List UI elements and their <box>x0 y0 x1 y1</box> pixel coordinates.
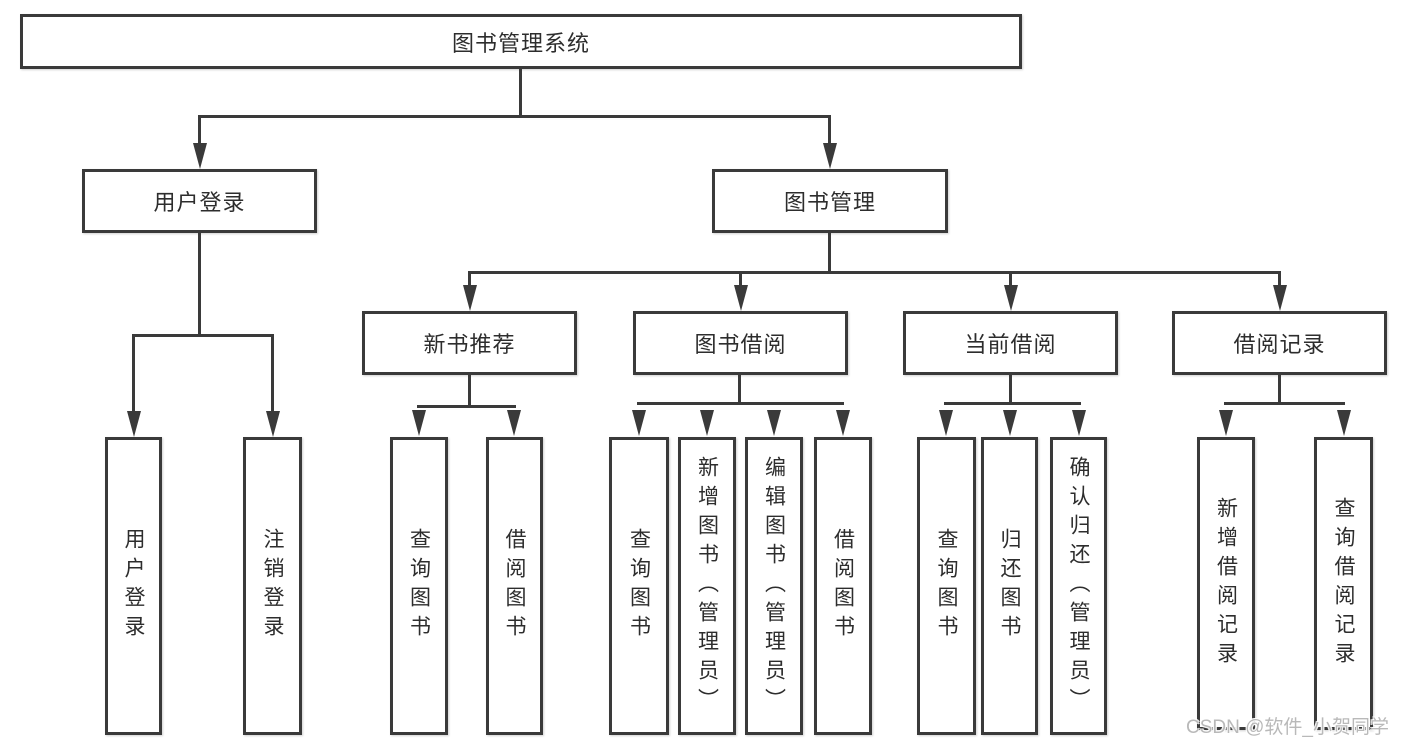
connector-drop-current-borrow <box>1009 271 1012 287</box>
connector-book-mgmt-stub <box>828 233 831 273</box>
arrowhead-current-borrow <box>1003 285 1018 311</box>
connector-level3-horizontal <box>468 271 1281 274</box>
connector-borrow-records-horizontal <box>1224 402 1345 405</box>
connector-user-login-horizontal <box>132 334 274 337</box>
connector-drop-book-borrow <box>739 271 742 287</box>
leaf-return-book-label: 归还图书 <box>998 528 1021 644</box>
connector-drop-leaf-user-login <box>132 334 135 411</box>
arrowhead-leaf-borrow-books-2 <box>835 410 850 436</box>
connector-borrow-records-stub <box>1278 375 1281 405</box>
arrowhead-leaf-user-login <box>126 411 141 437</box>
connector-new-book-rec-horizontal <box>417 405 516 408</box>
arrowhead-leaf-logout <box>265 411 280 437</box>
arrowhead-leaf-confirm-return <box>1071 410 1086 436</box>
arrowhead-new-book-rec <box>462 285 477 311</box>
connector-book-borrow-stub <box>738 375 741 405</box>
node-new-book-rec: 新书推荐 <box>362 311 577 375</box>
leaf-logout: 注销登录 <box>243 437 302 735</box>
node-root: 图书管理系统 <box>20 14 1022 69</box>
arrowhead-user-login <box>192 143 207 169</box>
arrowhead-book-mgmt <box>822 143 837 169</box>
leaf-query-borrow-record-label: 查询借阅记录 <box>1332 496 1355 671</box>
arrowhead-leaf-borrow-books-1 <box>507 410 521 436</box>
connector-book-borrow-horizontal <box>637 402 844 405</box>
leaf-user-login-label: 用户登录 <box>122 528 145 644</box>
node-book-mgmt-label: 图书管理 <box>783 190 876 215</box>
leaf-confirm-return-admin-label: 确认归还（管理员） <box>1067 455 1090 717</box>
leaf-borrow-books-1-label: 借阅图书 <box>503 528 526 644</box>
node-book-borrow-label: 图书借阅 <box>694 332 787 357</box>
leaf-borrow-books-2: 借阅图书 <box>814 437 872 735</box>
connector-drop-leaf-logout <box>271 334 274 411</box>
connector-user-login-stub <box>198 233 201 337</box>
node-book-borrow: 图书借阅 <box>633 311 848 375</box>
arrowhead-leaf-query-books-3 <box>938 410 953 436</box>
leaf-query-books-3: 查询图书 <box>917 437 976 735</box>
node-borrow-records: 借阅记录 <box>1172 311 1387 375</box>
arrowhead-borrow-records <box>1272 285 1287 311</box>
connector-current-borrow-stub <box>1009 375 1012 405</box>
connector-current-borrow-horizontal <box>944 402 1081 405</box>
node-user-login-label: 用户登录 <box>153 190 246 215</box>
node-current-borrow: 当前借阅 <box>903 311 1118 375</box>
leaf-query-books-1-label: 查询图书 <box>407 528 431 644</box>
leaf-query-borrow-record: 查询借阅记录 <box>1314 437 1373 730</box>
leaf-add-book-admin: 新增图书（管理员） <box>678 437 736 735</box>
leaf-user-login: 用户登录 <box>105 437 162 735</box>
leaf-add-borrow-record-label: 新增借阅记录 <box>1214 496 1238 671</box>
arrowhead-leaf-add-record <box>1218 410 1233 436</box>
node-root-label: 图书管理系统 <box>451 30 590 56</box>
leaf-borrow-books-2-label: 借阅图书 <box>831 528 855 644</box>
leaf-logout-label: 注销登录 <box>261 528 284 644</box>
leaf-return-book: 归还图书 <box>981 437 1038 735</box>
leaf-borrow-books-1: 借阅图书 <box>486 437 543 735</box>
arrowhead-leaf-edit-book <box>766 410 781 436</box>
connector-drop-new-book-rec <box>468 271 471 287</box>
leaf-edit-book-admin: 编辑图书（管理员） <box>745 437 803 735</box>
arrowhead-leaf-query-books-1 <box>411 410 426 436</box>
leaf-confirm-return-admin: 确认归还（管理员） <box>1050 437 1107 735</box>
connector-new-book-rec-stub <box>468 375 471 408</box>
arrowhead-leaf-query-record <box>1336 410 1351 436</box>
node-book-mgmt: 图书管理 <box>712 169 948 233</box>
connector-drop-borrow-records <box>1278 271 1281 287</box>
connector-root-stub <box>519 69 522 117</box>
node-new-book-rec-label: 新书推荐 <box>423 332 516 357</box>
arrowhead-leaf-return-book <box>1002 410 1017 436</box>
leaf-query-books-1: 查询图书 <box>390 437 448 735</box>
node-current-borrow-label: 当前借阅 <box>964 332 1057 357</box>
leaf-add-borrow-record: 新增借阅记录 <box>1197 437 1255 730</box>
arrowhead-leaf-add-book <box>699 410 714 436</box>
node-borrow-records-label: 借阅记录 <box>1233 332 1326 357</box>
connector-drop-user-login <box>198 115 201 145</box>
leaf-query-books-2-label: 查询图书 <box>627 528 651 644</box>
leaf-add-book-admin-label: 新增图书（管理员） <box>695 455 719 717</box>
node-user-login: 用户登录 <box>82 169 317 233</box>
csdn-watermark: CSDN @软件_小贺同学 <box>1186 717 1389 738</box>
connector-drop-book-mgmt <box>828 115 831 145</box>
arrowhead-leaf-query-books-2 <box>631 410 646 436</box>
arrowhead-book-borrow <box>733 285 748 311</box>
leaf-query-books-2: 查询图书 <box>609 437 669 735</box>
connector-level2-horizontal <box>198 115 831 118</box>
leaf-edit-book-admin-label: 编辑图书（管理员） <box>762 455 786 717</box>
leaf-query-books-3-label: 查询图书 <box>935 528 958 644</box>
